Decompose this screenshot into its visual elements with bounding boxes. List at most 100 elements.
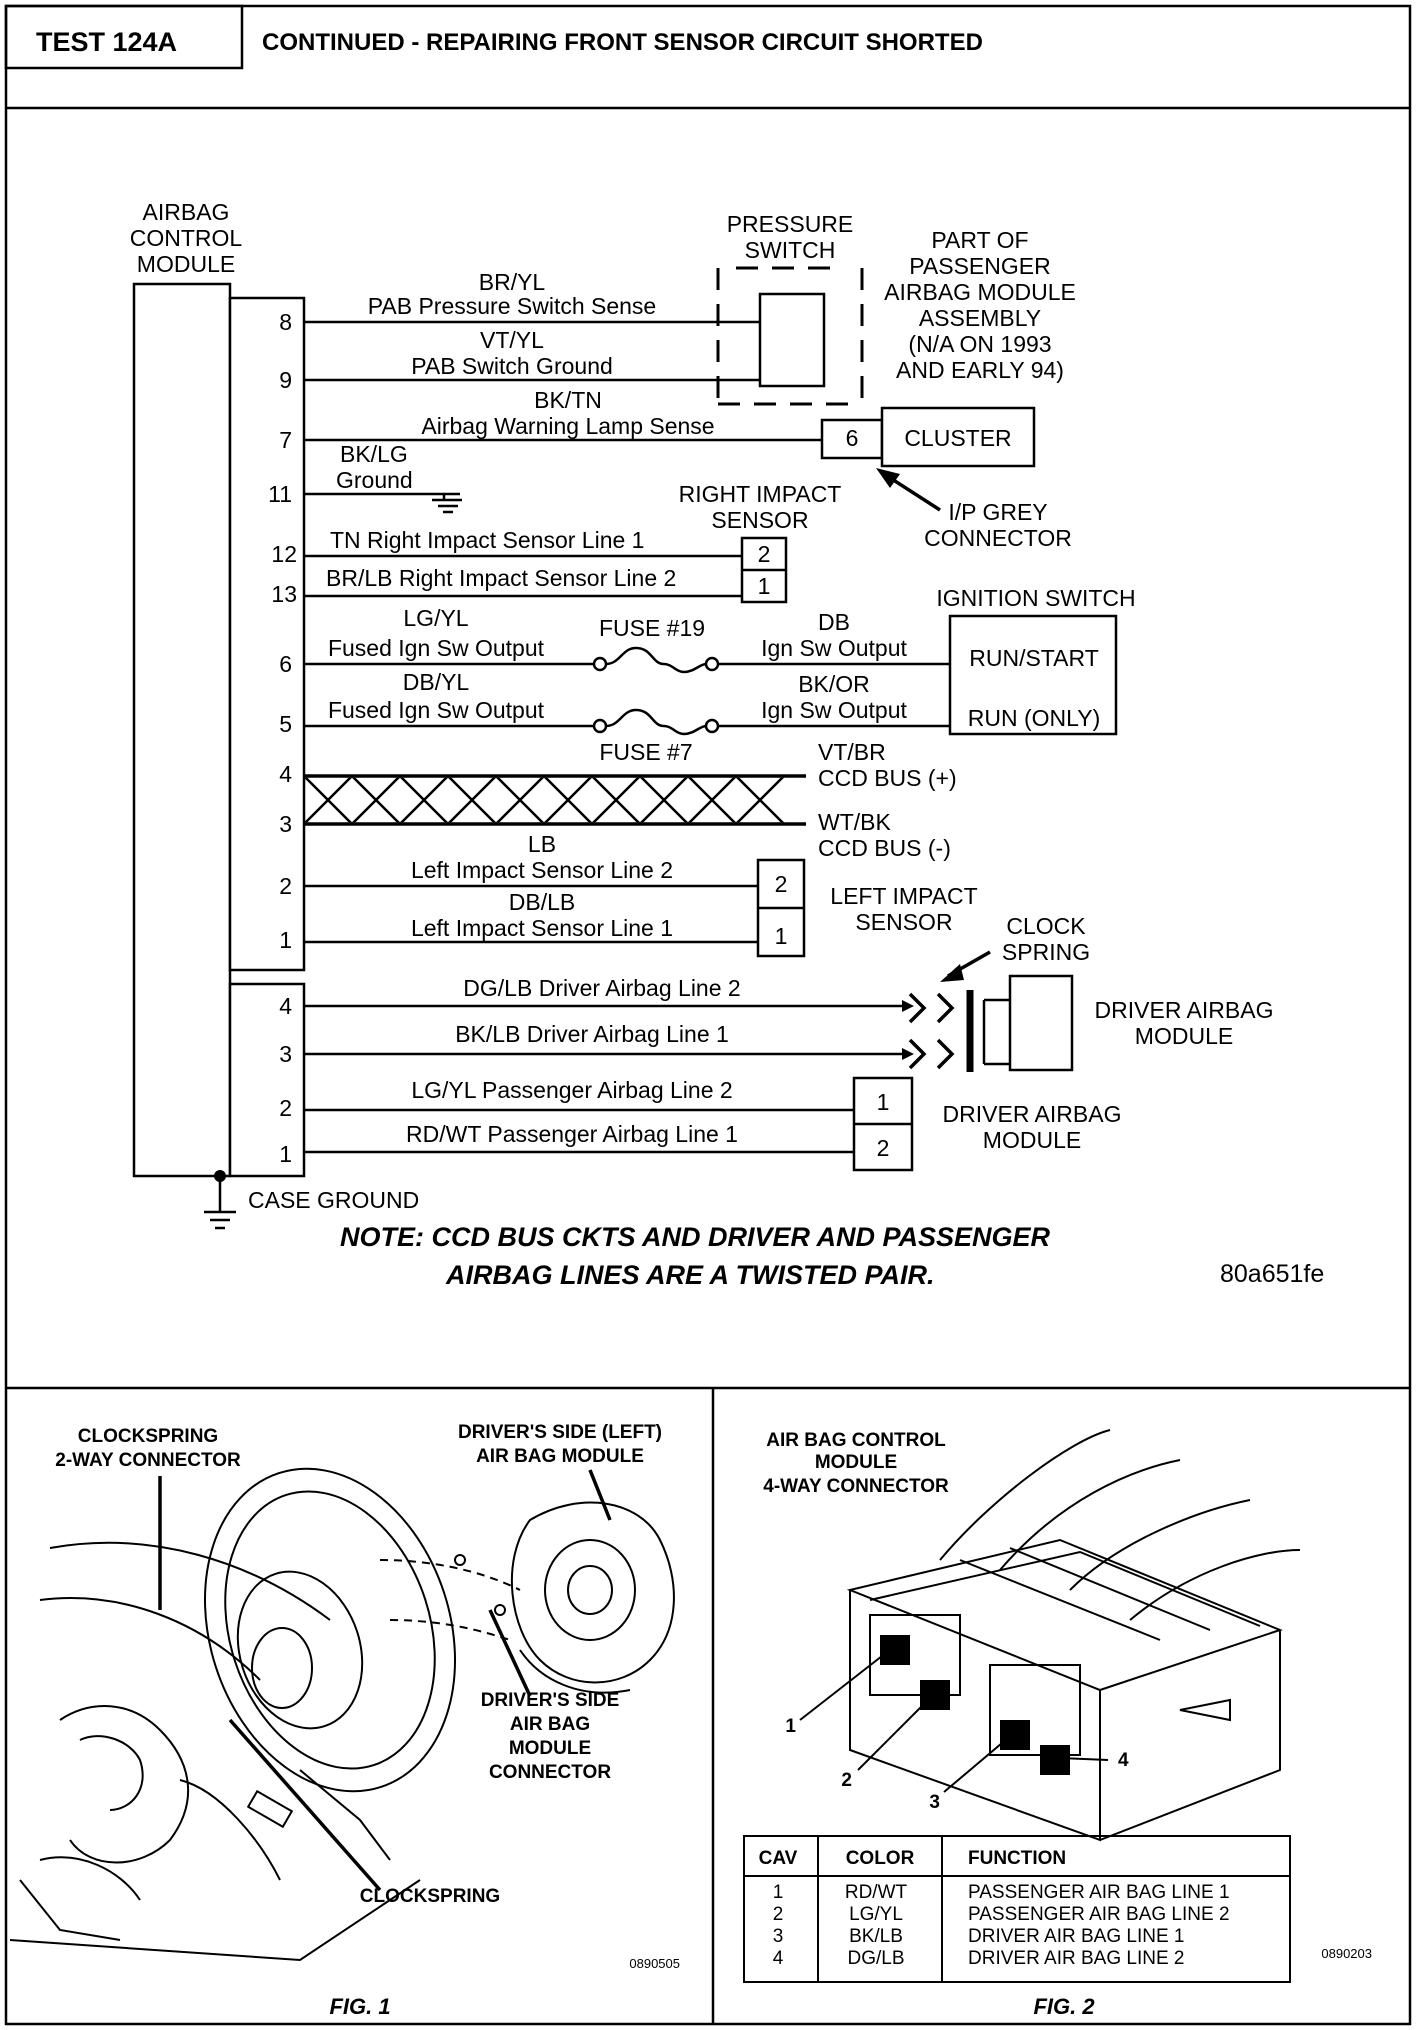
svg-text:Ign Sw Output: Ign Sw Output [761,697,907,723]
page-border [4,4,1412,2026]
svg-text:PASSENGER AIR BAG LINE 1: PASSENGER AIR BAG LINE 1 [968,1882,1230,1903]
airbag-control-module: AIRBAG CONTROL MODULE [130,199,306,1178]
circuit-pin-11: BK/LG Ground [304,441,462,514]
svg-text:CCD BUS (+): CCD BUS (+) [818,765,957,791]
svg-text:3: 3 [279,811,292,837]
circuit-pin-9: VT/YL PAB Switch Ground [304,327,760,382]
svg-text:CLUSTER: CLUSTER [904,425,1011,451]
svg-text:PASSENGER: PASSENGER [909,253,1050,279]
ccd-bus-twisted-pair: VT/BR CCD BUS (+) WT/BK CCD BUS (-) [303,739,957,861]
svg-text:4: 4 [279,993,292,1019]
case-ground: CASE GROUND [204,1170,419,1230]
svg-text:2: 2 [841,1770,852,1791]
svg-text:BR/YL: BR/YL [479,269,546,295]
svg-text:BK/OR: BK/OR [798,671,870,697]
svg-text:AIRBAG LINES ARE A TWISTED PAI: AIRBAG LINES ARE A TWISTED PAIR. [445,1260,935,1290]
page-title: CONTINUED - REPAIRING FRONT SENSOR CIRCU… [262,29,983,56]
svg-text:LB: LB [528,831,556,857]
svg-text:BK/TN: BK/TN [534,387,602,413]
test-id-box [4,4,244,70]
svg-text:DB/YL: DB/YL [403,669,470,695]
svg-text:2: 2 [775,871,788,897]
table-row: 2 [773,1904,784,1925]
svg-text:AIR BAG CONTROL: AIR BAG CONTROL [766,1430,946,1451]
upper-pin-numbers: 8 9 7 11 12 13 6 5 4 3 2 1 [268,309,297,953]
right-impact-sensor: RIGHT IMPACT SENSOR 2 1 [679,481,842,604]
svg-text:DG/LB: DG/LB [847,1948,904,1969]
circuit-pin-1: DB/LB Left Impact Sensor Line 1 [304,889,758,944]
svg-text:2: 2 [279,873,292,899]
svg-text:MODULE: MODULE [983,1127,1081,1153]
fig1-steering-column-illustration: CLOCKSPRING 2-WAY CONNECTOR DRIVER'S SID… [9,1422,680,2019]
left-impact-sensor: 2 1 LEFT IMPACT SENSOR [756,858,978,958]
circuit-pin-5: DB/YL Fused Ign Sw Output FUSE #7 BK/OR … [304,669,950,765]
upper-connector [228,296,306,972]
circuit-pin-2: LB Left Impact Sensor Line 2 [304,831,758,888]
table-row: 4 [773,1948,784,1969]
svg-text:DRIVER AIR BAG LINE 1: DRIVER AIR BAG LINE 1 [968,1926,1184,1947]
twisted-pair-note: NOTE: CCD BUS CKTS AND DRIVER AND PASSEN… [340,1222,1324,1290]
test-id: TEST 124A [36,27,177,57]
svg-text:2-WAY CONNECTOR: 2-WAY CONNECTOR [55,1450,241,1471]
ignition-switch: IGNITION SWITCH RUN/START RUN (ONLY) [936,585,1136,736]
svg-text:AIR BAG MODULE: AIR BAG MODULE [476,1446,644,1467]
fuse-7-label: FUSE #7 [599,739,692,765]
circuit-pin-8: BR/YL PAB Pressure Switch Sense [304,269,760,324]
svg-text:1: 1 [279,927,292,953]
svg-text:1: 1 [785,1716,796,1737]
fuse-19-label: FUSE #19 [599,615,705,641]
svg-text:MODULE: MODULE [509,1738,591,1759]
lower-pin-numbers: 4 3 2 1 [279,993,292,1167]
svg-text:RIGHT IMPACT: RIGHT IMPACT [679,481,842,507]
svg-text:FIG. 1: FIG. 1 [329,1994,390,2019]
svg-text:BK/LB: BK/LB [849,1926,903,1947]
svg-text:1: 1 [877,1089,890,1115]
svg-text:1: 1 [279,1141,292,1167]
svg-text:WT/BK: WT/BK [818,809,891,835]
svg-text:6: 6 [279,651,292,677]
pab-note: PART OF PASSENGER AIRBAG MODULE ASSEMBLY… [884,227,1076,383]
svg-text:CONNECTOR: CONNECTOR [489,1762,611,1783]
diagram-code: 80a651fe [1220,1260,1324,1288]
svg-text:Left Impact Sensor Line 2: Left Impact Sensor Line 2 [411,857,673,883]
svg-text:DB/LB: DB/LB [509,889,575,915]
svg-text:ASSEMBLY: ASSEMBLY [919,305,1041,331]
svg-text:12: 12 [271,541,297,567]
svg-text:LG/YL: LG/YL [849,1904,903,1925]
svg-text:Ground: Ground [336,467,413,493]
svg-text:BK/LG: BK/LG [340,441,408,467]
svg-text:SWITCH: SWITCH [745,237,836,263]
svg-text:Fused Ign Sw Output: Fused Ign Sw Output [328,635,545,661]
svg-text:5: 5 [279,711,292,737]
circuit-pin-12: TN Right Impact Sensor Line 1 [304,527,742,558]
table-row: 3 [773,1926,784,1947]
lower-connector [228,982,306,1178]
passenger-airbag-module: 1 2 DRIVER AIRBAG MODULE [852,1076,1122,1172]
circuit-pin-7: BK/TN Airbag Warning Lamp Sense [304,387,822,442]
svg-text:AIRBAG: AIRBAG [143,199,230,225]
svg-text:SPRING: SPRING [1002,939,1090,965]
cluster: 6 CLUSTER [820,406,1036,468]
svg-text:PRESSURE: PRESSURE [727,211,854,237]
table-header-color: COLOR [846,1848,915,1869]
svg-text:RUN (ONLY): RUN (ONLY) [968,705,1100,731]
svg-text:TN Right Impact Sensor Line 1: TN Right Impact Sensor Line 1 [330,527,644,553]
driver-line-3: BK/LB Driver Airbag Line 1 [304,1021,914,1060]
svg-text:CLOCKSPRING: CLOCKSPRING [360,1886,500,1907]
svg-text:CASE GROUND: CASE GROUND [248,1187,419,1213]
svg-text:DRIVER AIRBAG: DRIVER AIRBAG [943,1101,1122,1127]
svg-text:2: 2 [279,1095,292,1121]
svg-text:4: 4 [1118,1750,1129,1771]
table-header-function: FUNCTION [968,1848,1066,1869]
svg-text:13: 13 [271,581,297,607]
svg-text:DB: DB [818,609,850,635]
svg-text:2: 2 [877,1135,890,1161]
svg-text:8: 8 [279,309,292,335]
svg-text:LEFT IMPACT: LEFT IMPACT [830,883,977,909]
svg-text:Ign Sw Output: Ign Sw Output [761,635,907,661]
fig2-caption: FIG. 2 [1033,1994,1095,2019]
svg-text:SENSOR: SENSOR [855,909,952,935]
cavity-table: CAV COLOR FUNCTION 1 RD/WT PASSENGER AIR… [743,1835,1291,1983]
svg-text:CONTROL: CONTROL [130,225,243,251]
svg-text:4: 4 [279,761,292,787]
